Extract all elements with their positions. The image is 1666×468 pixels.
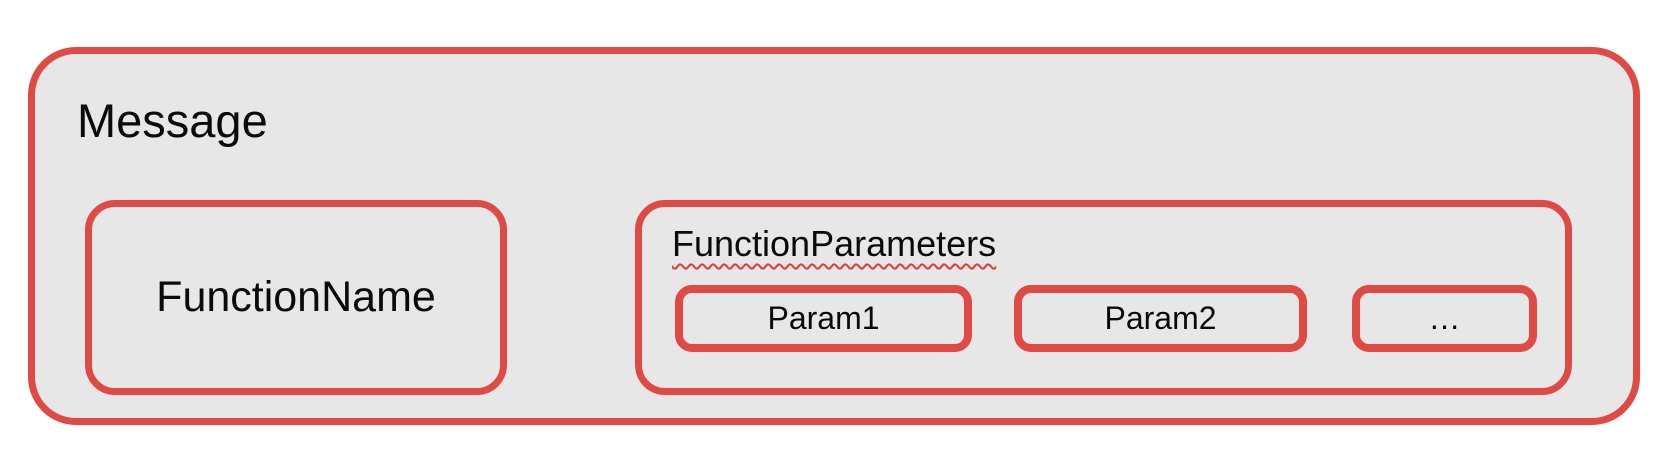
param1-box: Param1 xyxy=(675,285,972,352)
function-parameters-box: FunctionParameters Param1 Param2 … xyxy=(635,200,1572,395)
function-name-label: FunctionName xyxy=(156,273,436,321)
param2-label: Param2 xyxy=(1104,300,1217,336)
ellipsis-box: … xyxy=(1352,285,1537,352)
param2-box: Param2 xyxy=(1014,285,1307,352)
param1-label: Param1 xyxy=(767,300,880,336)
function-parameters-label: FunctionParameters xyxy=(672,223,997,264)
message-box: Message FunctionName FunctionParameters … xyxy=(28,47,1640,425)
function-name-box: FunctionName xyxy=(85,200,507,395)
ellipsis-label: … xyxy=(1428,300,1461,336)
message-label: Message xyxy=(77,94,268,147)
